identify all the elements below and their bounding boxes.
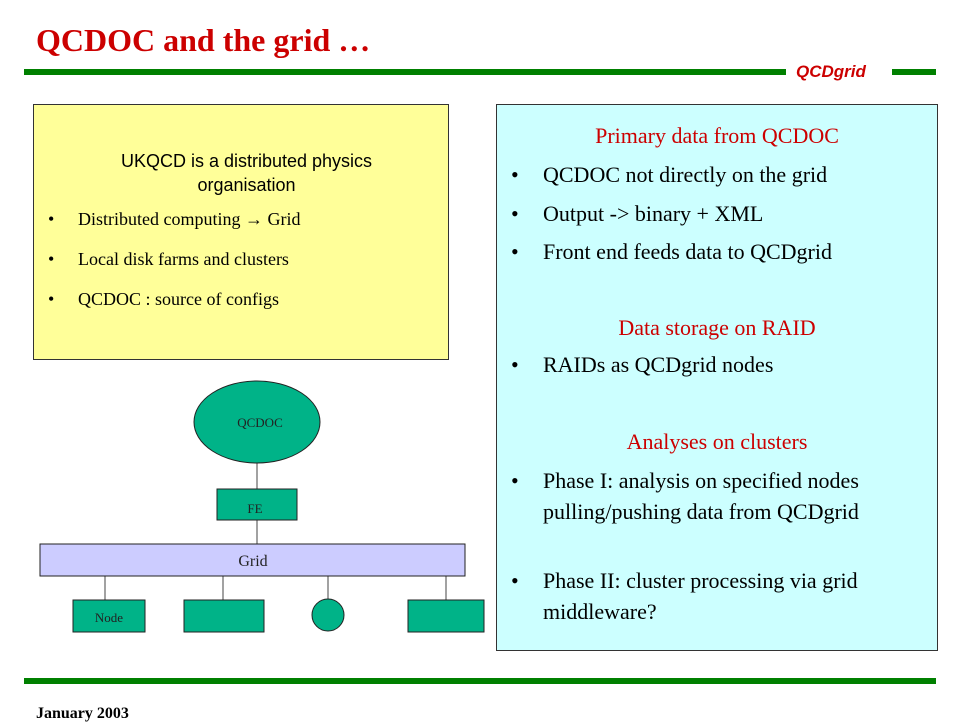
list-item: •Front end feeds data to QCDgrid bbox=[511, 236, 923, 267]
node-label: Node bbox=[95, 610, 123, 625]
header-rule-right bbox=[892, 69, 936, 75]
list-item: •RAIDs as QCDgrid nodes bbox=[511, 349, 923, 380]
bullet-icon: • bbox=[48, 289, 55, 309]
footer-date: January 2003 bbox=[36, 705, 129, 722]
brand-label: QCDgrid bbox=[796, 62, 866, 81]
bullet-icon: • bbox=[511, 162, 519, 187]
node-box bbox=[72, 599, 146, 633]
header-rule-left bbox=[24, 69, 786, 75]
fe-node bbox=[216, 488, 298, 521]
section-heading-data-storage: Data storage on RAID bbox=[618, 315, 816, 340]
list-item: •Phase I: analysis on specified nodes pu… bbox=[511, 465, 923, 527]
footer-rule bbox=[24, 678, 936, 684]
node-box bbox=[407, 599, 485, 633]
bullet-icon: • bbox=[511, 568, 519, 593]
bullet-icon: • bbox=[48, 209, 55, 229]
grid-label: Grid bbox=[238, 553, 267, 570]
bullet-icon: • bbox=[511, 201, 519, 226]
bullet-icon: • bbox=[48, 249, 55, 269]
list-item: •Phase II: cluster processing via grid m… bbox=[511, 565, 923, 627]
grid-bar bbox=[39, 543, 466, 577]
list-item: •Local disk farms and clusters bbox=[48, 249, 289, 269]
bullet-icon: • bbox=[511, 352, 519, 377]
left-box-list: •Distributed computing → Grid •Local dis… bbox=[44, 209, 300, 329]
list-item: •QCDOC not directly on the grid bbox=[511, 159, 923, 190]
bullet-icon: • bbox=[511, 239, 519, 264]
node-circle bbox=[311, 598, 345, 632]
list-item: •QCDOC : source of configs bbox=[48, 289, 279, 309]
bullet-icon: • bbox=[511, 468, 519, 493]
left-info-box: UKQCD is a distributed physics organisat… bbox=[33, 104, 449, 360]
page-title: QCDOC and the grid … bbox=[36, 22, 371, 58]
right-info-box: Primary data from QCDOC •QCDOC not direc… bbox=[496, 104, 938, 651]
node-box bbox=[183, 599, 265, 633]
fe-label: FE bbox=[247, 501, 262, 516]
qcdoc-node bbox=[193, 380, 321, 464]
qcdoc-label: QCDOC bbox=[237, 415, 283, 430]
section-heading-analyses: Analyses on clusters bbox=[626, 429, 808, 454]
list-item: •Output -> binary + XML bbox=[511, 198, 923, 229]
section-heading-primary-data: Primary data from QCDOC bbox=[595, 123, 839, 148]
list-item: •Distributed computing → Grid bbox=[48, 209, 301, 229]
left-box-heading: UKQCD is a distributed physics organisat… bbox=[120, 151, 373, 195]
